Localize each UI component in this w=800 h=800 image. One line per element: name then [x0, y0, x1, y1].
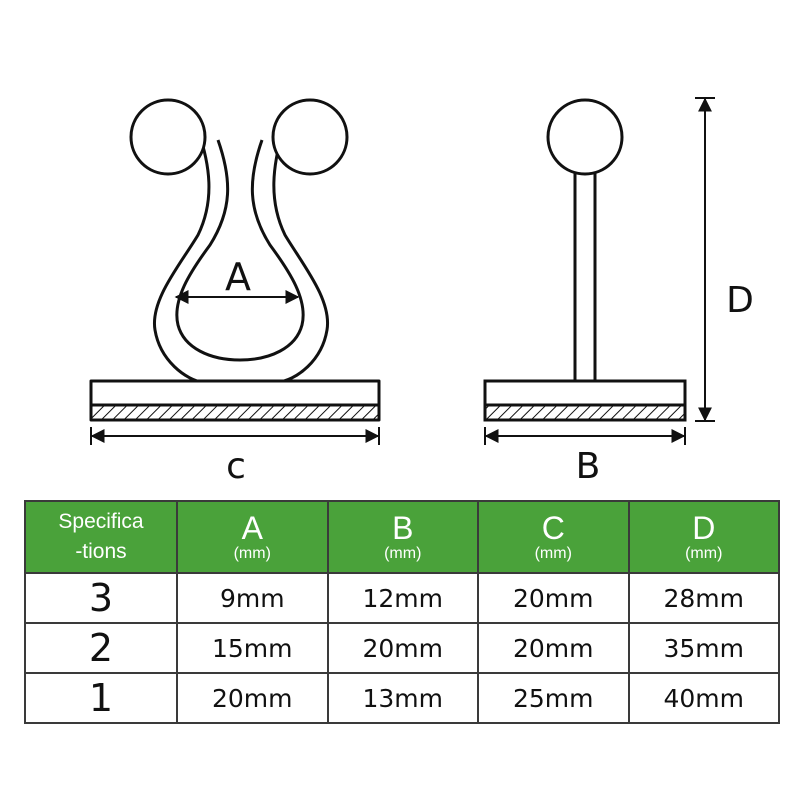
header-col-c: C (mm) [477, 500, 630, 574]
table-cell: 25mm [477, 672, 630, 724]
header-col-b-name: B [392, 510, 414, 546]
table-cell: 40mm [627, 672, 780, 724]
table-cell: 13mm [326, 672, 479, 724]
table-row: 2 15mm 20mm 20mm 35mm [24, 622, 780, 674]
dim-a-label: A [225, 255, 251, 299]
side-adhesive [483, 403, 687, 422]
table-row: 3 9mm 12mm 20mm 28mm [24, 572, 780, 624]
header-col-a-name: A [241, 510, 263, 546]
front-right-knob [271, 98, 349, 176]
row-label: 1 [24, 672, 178, 724]
table-cell: 20mm [477, 572, 630, 624]
header-col-c-unit: (mm) [534, 545, 572, 562]
dim-b-label: B [576, 446, 601, 487]
header-col-a: A (mm) [176, 500, 329, 574]
table-cell: 15mm [176, 622, 329, 674]
front-clip-inner [175, 139, 305, 362]
table-header-row: Specifica -tions A (mm) B (mm) C (mm) D … [24, 500, 780, 574]
front-adhesive [89, 403, 381, 422]
header-spec-line1: Specifica [58, 510, 144, 533]
clip-dimension-diagram: A c B D [89, 97, 754, 487]
table-cell: 35mm [627, 622, 780, 674]
header-col-d-name: D [692, 510, 716, 546]
table-cell: 9mm [176, 572, 329, 624]
specifications-table: Specifica -tions A (mm) B (mm) C (mm) D … [24, 500, 780, 724]
table-cell: 20mm [477, 622, 630, 674]
row-label: 2 [24, 622, 178, 674]
header-col-c-name: C [541, 510, 565, 546]
header-col-a-unit: (mm) [233, 545, 271, 562]
table-cell: 20mm [176, 672, 329, 724]
front-base [89, 379, 381, 407]
header-spec-line2: -tions [75, 540, 127, 563]
side-view [483, 98, 687, 422]
dim-d-label: D [726, 280, 754, 321]
table-cell: 20mm [326, 622, 479, 674]
side-stem [573, 158, 597, 384]
dim-c-label: c [226, 446, 246, 487]
side-knob [546, 98, 624, 176]
table-cell: 28mm [627, 572, 780, 624]
front-left-knob [129, 98, 207, 176]
front-view [89, 98, 381, 422]
table-row: 1 20mm 13mm 25mm 40mm [24, 672, 780, 724]
side-base [483, 379, 687, 407]
header-col-b-unit: (mm) [384, 545, 422, 562]
header-col-b: B (mm) [326, 500, 479, 574]
header-col-d-unit: (mm) [685, 545, 723, 562]
row-label: 3 [24, 572, 178, 624]
header-specifications: Specifica -tions [24, 500, 178, 574]
table-cell: 12mm [326, 572, 479, 624]
header-col-d: D (mm) [627, 500, 780, 574]
